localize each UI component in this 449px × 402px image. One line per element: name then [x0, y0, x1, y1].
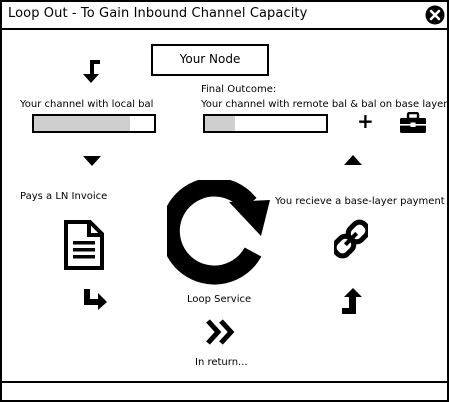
caret-up-icon — [344, 155, 362, 165]
right-turn-arrow-icon — [84, 289, 107, 310]
status-bar — [2, 381, 447, 402]
refresh-icon — [167, 180, 270, 285]
right-channel-label: Your channel with remote bal & bal on ba… — [201, 99, 448, 110]
title-bar: Loop Out - To Gain Inbound Channel Capac… — [2, 2, 447, 30]
remote-balance-fill — [205, 116, 236, 131]
receive-payment-label: You recieve a base-layer payment — [275, 196, 445, 207]
up-turn-arrow-icon — [342, 288, 362, 314]
plus-sign: + — [357, 109, 374, 133]
left-channel-label: Your channel with local bal — [20, 99, 154, 110]
loop-service-label: Loop Service — [187, 294, 252, 305]
window-title: Loop Out - To Gain Inbound Channel Capac… — [8, 6, 308, 21]
down-turn-arrow-icon — [83, 60, 100, 83]
document-icon — [64, 220, 104, 270]
double-chevron-right-icon — [206, 319, 235, 345]
close-icon[interactable] — [425, 5, 445, 25]
briefcase-icon — [400, 112, 426, 133]
link-icon — [334, 219, 368, 259]
pays-invoice-label: Pays a LN Invoice — [20, 191, 108, 202]
caret-down-icon — [83, 156, 101, 166]
your-node-label: Your Node — [179, 52, 241, 66]
final-outcome-label: Final Outcome: — [201, 84, 277, 95]
remote-balance-bar — [203, 114, 328, 133]
in-return-label: In return... — [195, 357, 248, 368]
local-balance-bar — [32, 114, 156, 133]
your-node-box: Your Node — [151, 44, 269, 76]
local-balance-fill — [34, 116, 130, 131]
